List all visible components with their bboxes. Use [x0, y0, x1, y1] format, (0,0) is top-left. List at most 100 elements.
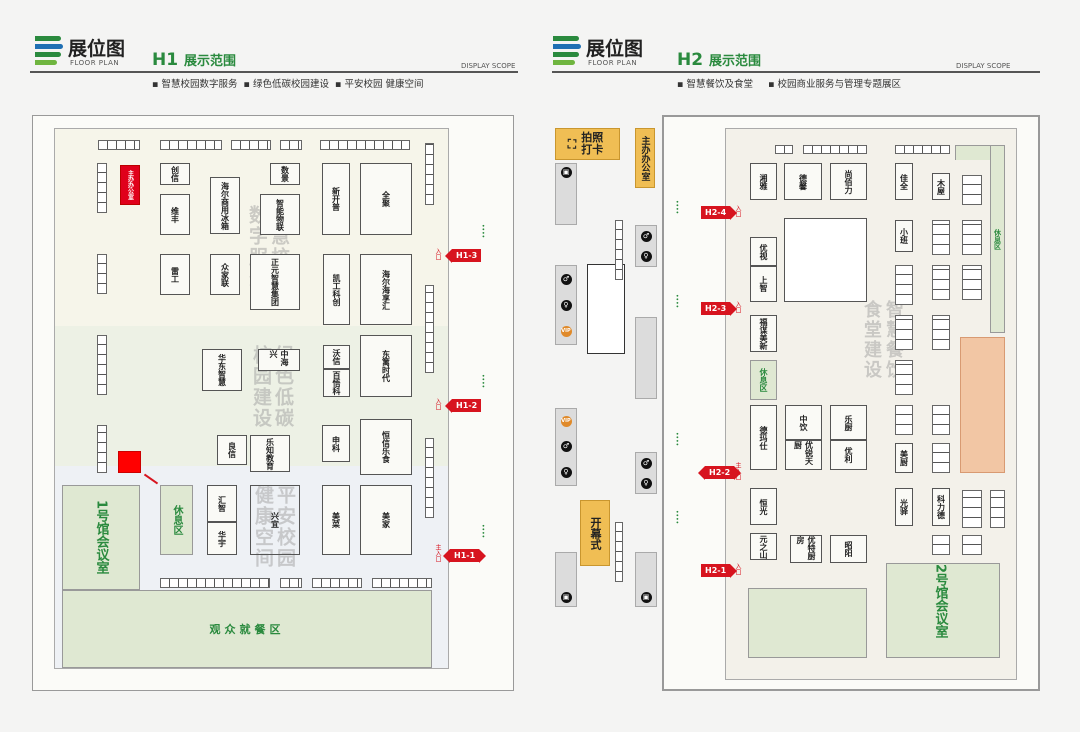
info-panel	[784, 218, 867, 302]
service-room: ▣	[555, 552, 577, 607]
booth[interactable]: 元之山	[750, 533, 777, 560]
booth[interactable]: 优利	[830, 440, 867, 470]
scope-bullets: ▪ 智慧餐饮及食堂 ▪ 校园商业服务与管理专题展区	[677, 79, 902, 90]
booth[interactable]: 申科	[322, 425, 350, 462]
booth[interactable]: 小班	[895, 220, 913, 252]
booth[interactable]: 百悟科	[323, 369, 350, 397]
small-booths	[280, 140, 302, 150]
opening-ceremony[interactable]: 开幕式	[580, 500, 610, 566]
booth[interactable]: 中海兴	[258, 349, 300, 371]
scope-label: 展示范围	[708, 54, 761, 69]
divider	[552, 71, 1040, 73]
booth[interactable]: 恒光	[750, 488, 777, 525]
booth[interactable]: 华东智慧	[202, 349, 242, 391]
entrance-h1-3[interactable]: H1-3	[444, 249, 482, 263]
entrance-h2-3[interactable]: H2-3	[701, 302, 738, 316]
booth[interactable]: 木屋	[932, 173, 950, 200]
booth[interactable]: 优视	[750, 237, 777, 266]
booth[interactable]: 乐厨	[830, 405, 867, 440]
small-booths	[895, 315, 913, 350]
small-booths	[932, 220, 950, 255]
restroom[interactable]: VIP♂♀	[555, 408, 577, 486]
green-dots: ••••	[673, 200, 680, 215]
green-dots: ••••	[479, 224, 486, 239]
rest-area: 休息区	[750, 360, 777, 400]
booth[interactable]: 汇智	[207, 485, 237, 522]
organizer-office[interactable]: 主办办公室	[635, 128, 655, 188]
booth[interactable]: 数景	[270, 163, 300, 185]
entrance-h2-4[interactable]: H2-4	[701, 206, 738, 220]
highlighted-booth[interactable]	[118, 451, 141, 473]
rest-area-right: 休息区	[990, 145, 1005, 333]
booth[interactable]: 凯工科创	[323, 254, 350, 325]
booth[interactable]: 恒信乐食	[360, 419, 412, 475]
small-booths	[425, 143, 434, 205]
booth[interactable]: 海尔海享汇	[360, 254, 412, 325]
booth[interactable]: 上智	[750, 266, 777, 302]
booth[interactable]: 美菜	[322, 485, 350, 555]
booth[interactable]: 美厨	[895, 443, 913, 473]
entrance-h1-2[interactable]: H1-2	[444, 399, 482, 413]
restroom[interactable]: ♂♀	[635, 225, 657, 267]
booth[interactable]: 正元智慧集团	[250, 254, 300, 310]
entrance-h2-2[interactable]: H2-2	[697, 466, 742, 480]
booth[interactable]: 兴宜	[250, 485, 300, 555]
booth[interactable]: 光驿	[895, 488, 913, 526]
booth[interactable]: 智能物联	[260, 194, 300, 235]
stairs	[615, 220, 623, 280]
restroom[interactable]: ♂♀	[635, 452, 657, 494]
small-booths	[97, 254, 107, 294]
booth[interactable]: 优锐天厨	[785, 440, 822, 470]
hall-label: H1	[152, 50, 179, 70]
photo-spot[interactable]: ⛶拍照打卡	[555, 128, 620, 160]
booth[interactable]: 优特厨房	[790, 535, 822, 563]
scope-bullets: ▪ 智慧校园数字服务 ▪ 绿色低碳校园建设 ▪ 平安校园 健康空间	[152, 79, 424, 90]
small-booths	[320, 140, 410, 150]
booth[interactable]: 创信	[160, 163, 190, 185]
restroom-icon: ♂	[560, 441, 572, 453]
booth[interactable]: 全聚	[360, 163, 412, 235]
small-booths	[97, 163, 107, 213]
booth[interactable]: 海尔商用冰箱	[210, 177, 240, 234]
restroom-icon: ♂	[640, 230, 652, 242]
entrance-mark: 入口	[434, 248, 441, 260]
small-booths	[97, 335, 107, 395]
small-booths	[425, 438, 434, 518]
entrance-mark: 入口	[734, 301, 741, 313]
booth[interactable]: 德馨	[784, 163, 822, 200]
booth[interactable]: 东篱时代	[360, 335, 412, 397]
booth[interactable]: 科力德	[932, 488, 950, 526]
booth[interactable]: 乐知教育	[250, 435, 290, 472]
booth[interactable]: 尚佰力	[830, 163, 867, 200]
booth[interactable]: 佳全	[895, 163, 913, 200]
open-area	[748, 588, 867, 658]
booth[interactable]: 德玛仕	[750, 405, 777, 470]
meeting-room-2[interactable]: 2号馆会议室	[886, 563, 1000, 658]
booth[interactable]: 湘雅	[750, 163, 777, 200]
booth[interactable]: 华宇	[207, 522, 237, 555]
entrance-h1-1[interactable]: H1-1	[442, 549, 487, 563]
booth[interactable]: 维丰	[160, 194, 190, 235]
logo-icon	[35, 36, 63, 66]
entrance-h2-1[interactable]: H2-1	[701, 564, 738, 578]
small-booths	[312, 578, 362, 588]
booth[interactable]: 雷工	[160, 254, 190, 295]
small-booths	[775, 145, 793, 154]
booth[interactable]: 主办办公室	[120, 165, 140, 205]
meeting-room-1[interactable]: 1号馆会议室	[62, 485, 140, 590]
hall-scope-title: H1 展示范围	[152, 50, 236, 70]
booth[interactable]: 中饮	[785, 405, 822, 440]
small-booths	[932, 443, 950, 473]
booth[interactable]: 新开普	[322, 163, 350, 235]
booth[interactable]: 众家联	[210, 254, 240, 295]
small-booths	[932, 265, 950, 300]
booth[interactable]: 良信	[217, 435, 247, 465]
small-booths	[990, 490, 1005, 528]
rest-area: 休息区	[160, 485, 193, 555]
booth[interactable]: 美家	[360, 485, 412, 555]
restroom-icon: ♀	[640, 477, 652, 489]
booth[interactable]: 沃信	[323, 345, 350, 369]
booth[interactable]: 福谋美新	[750, 315, 777, 352]
restroom[interactable]: ♂♀VIP	[555, 265, 577, 345]
booth[interactable]: 昭阳	[830, 535, 867, 563]
